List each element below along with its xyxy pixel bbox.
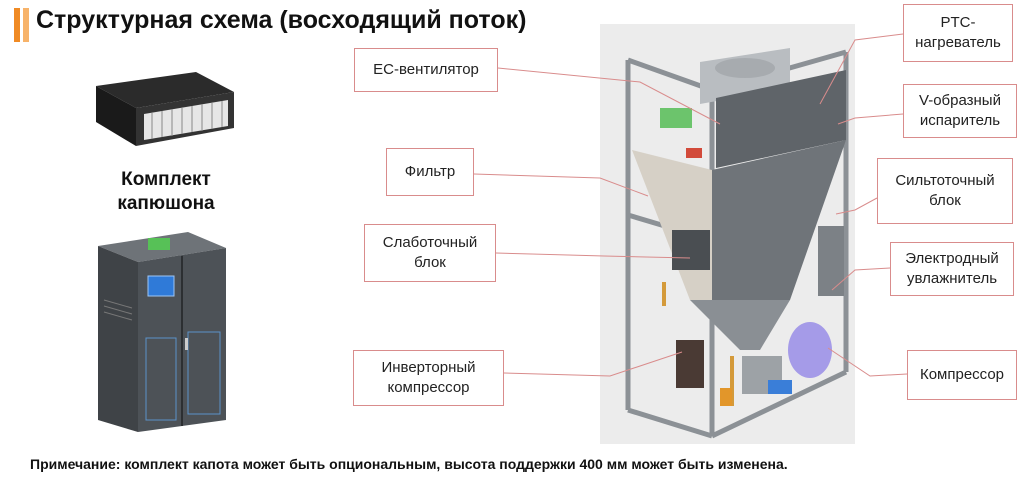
humidifier-label: Электродный увлажнитель <box>890 242 1014 296</box>
footer-note: Примечание: комплект капота может быть о… <box>30 456 788 472</box>
hood-kit-label-line1: Комплект <box>121 169 211 190</box>
hood-kit-illustration <box>96 72 234 146</box>
ptc-heater-label-line2: нагреватель <box>915 34 1001 51</box>
leader-lines <box>473 33 908 377</box>
inverter-compressor-label: Инверторный компрессор <box>353 350 504 406</box>
inverter-compressor-label-line1: Инверторный <box>381 359 476 376</box>
power-block-label-line2: блок <box>929 192 961 209</box>
compressor-label: Компрессор <box>907 350 1017 400</box>
title-accent-bars <box>14 8 30 42</box>
ec-fan-label: EC-вентилятор <box>354 48 498 92</box>
hood-kit-label: Комплект капюшона <box>96 168 236 216</box>
power-block-label-line1: Сильтоточный <box>895 172 995 189</box>
unit-internal-illustration <box>625 48 849 439</box>
humidifier-label-line2: увлажнитель <box>906 270 998 287</box>
filter-label: Фильтр <box>386 148 474 196</box>
ptc-heater-label: PTC- нагреватель <box>903 4 1013 62</box>
low-current-block-label-line1: Слаботочный <box>382 234 478 251</box>
hood-kit-label-line2: капюшона <box>117 193 215 214</box>
v-evaporator-label-line2: испаритель <box>919 112 1001 129</box>
v-evaporator-label-line1: V-образный <box>919 92 1001 109</box>
low-current-block-label-line2: блок <box>414 254 446 271</box>
v-evaporator-label: V-образный испаритель <box>903 84 1017 138</box>
power-block-label: Сильтоточный блок <box>877 158 1013 224</box>
humidifier-label-line1: Электродный <box>905 250 999 267</box>
cabinet-illustration <box>98 232 226 432</box>
low-current-block-label: Слаботочный блок <box>364 224 496 282</box>
inverter-compressor-label-line2: компрессор <box>387 379 470 396</box>
ptc-heater-label-line1: PTC- <box>940 14 976 31</box>
page-title: Структурная схема (восходящий поток) <box>36 6 527 34</box>
